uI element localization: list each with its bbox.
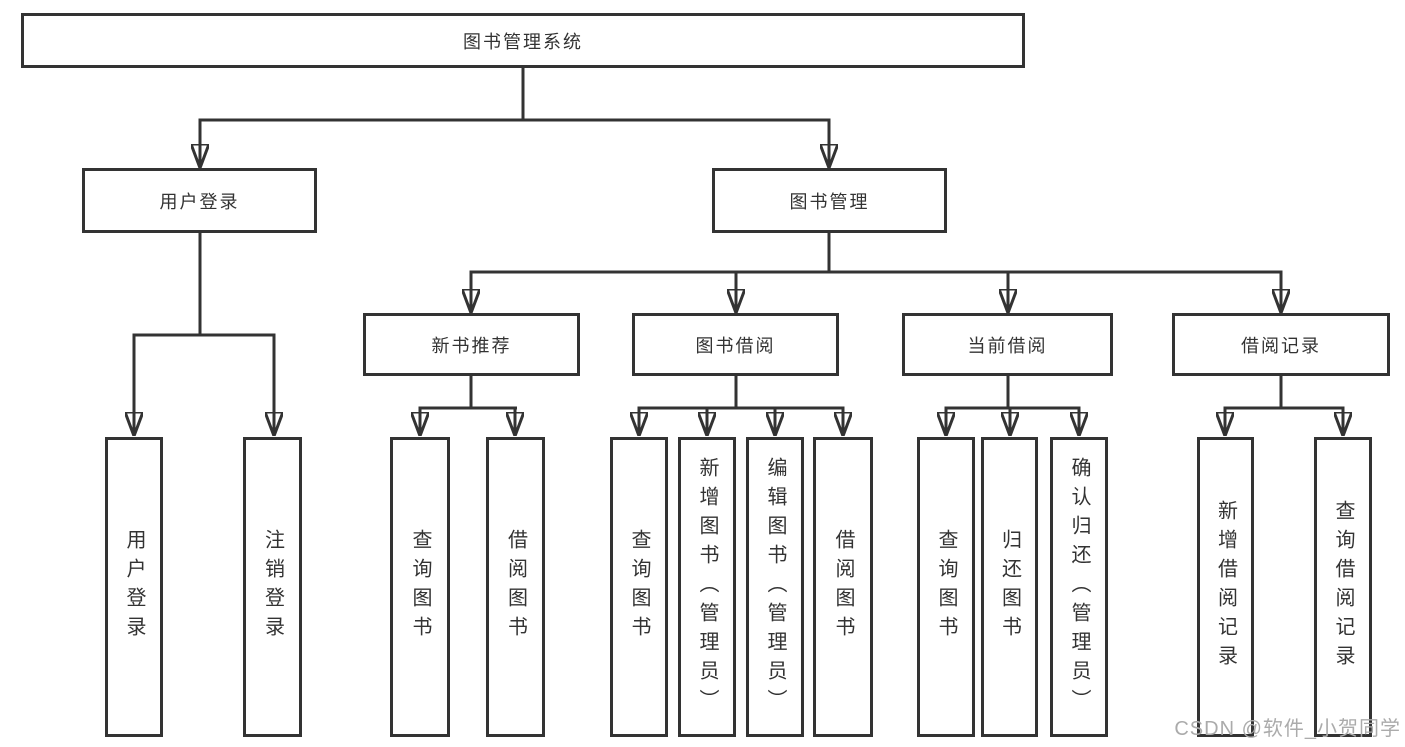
connector-current-borrow-children <box>945 376 1081 434</box>
leaf-label: 查询图书 <box>628 529 650 645</box>
connector-book-mgmt-children <box>470 233 1283 311</box>
node-book-management: 图书管理 <box>712 168 947 233</box>
leaf-borrow-books-newbook: 借阅图书 <box>486 437 545 737</box>
node-label: 用户登录 <box>159 191 240 212</box>
node-label: 新书推荐 <box>431 335 512 356</box>
leaf-label: 编辑图书（管理员） <box>764 456 786 718</box>
leaf-label: 新增借阅记录 <box>1214 500 1237 674</box>
leaf-label: 查询图书 <box>935 529 957 645</box>
leaf-query-books-newbook: 查询图书 <box>390 437 450 737</box>
node-label: 图书借阅 <box>695 335 776 356</box>
leaf-query-books-current: 查询图书 <box>917 437 975 737</box>
node-user-login: 用户登录 <box>82 168 317 233</box>
connector-user-login-children <box>133 233 276 434</box>
connector-new-book-children <box>419 376 518 434</box>
leaf-label: 查询借阅记录 <box>1332 500 1354 674</box>
leaf-user-login: 用户登录 <box>105 437 163 737</box>
leaf-label: 新增图书（管理员） <box>696 456 718 718</box>
node-current-borrow: 当前借阅 <box>902 313 1113 376</box>
leaf-label: 确认归还（管理员） <box>1068 456 1090 718</box>
leaf-add-borrow-record: 新增借阅记录 <box>1197 437 1254 737</box>
leaf-label: 用户登录 <box>123 529 145 645</box>
node-new-book-recommend: 新书推荐 <box>363 313 580 376</box>
node-book-borrow: 图书借阅 <box>632 313 839 376</box>
leaf-edit-books-admin: 编辑图书（管理员） <box>746 437 804 737</box>
node-borrow-record: 借阅记录 <box>1172 313 1390 376</box>
leaf-confirm-return-admin: 确认归还（管理员） <box>1050 437 1108 737</box>
leaf-label: 借阅图书 <box>504 529 527 645</box>
leaf-label: 归还图书 <box>998 529 1021 645</box>
connector-book-borrow-children <box>638 376 845 434</box>
leaf-label: 借阅图书 <box>832 529 854 645</box>
leaf-label: 注销登录 <box>261 529 284 645</box>
csdn-watermark: CSDN @软件_小贺同学 <box>1174 718 1401 740</box>
node-label: 当前借阅 <box>967 335 1048 356</box>
node-label: 图书管理系统 <box>463 31 583 52</box>
leaf-return-books: 归还图书 <box>981 437 1038 737</box>
leaf-borrow-books: 借阅图书 <box>813 437 873 737</box>
connector-borrow-record-children <box>1224 376 1345 434</box>
node-root-system: 图书管理系统 <box>21 13 1025 68</box>
leaf-label: 查询图书 <box>409 529 431 645</box>
leaf-add-books-admin: 新增图书（管理员） <box>678 437 736 737</box>
leaf-query-borrow-record: 查询借阅记录 <box>1314 437 1372 737</box>
node-label: 借阅记录 <box>1241 335 1321 356</box>
leaf-logout: 注销登录 <box>243 437 302 737</box>
leaf-query-books-borrow: 查询图书 <box>610 437 668 737</box>
node-label: 图书管理 <box>789 191 870 212</box>
connector-root-to-level2 <box>199 68 831 166</box>
